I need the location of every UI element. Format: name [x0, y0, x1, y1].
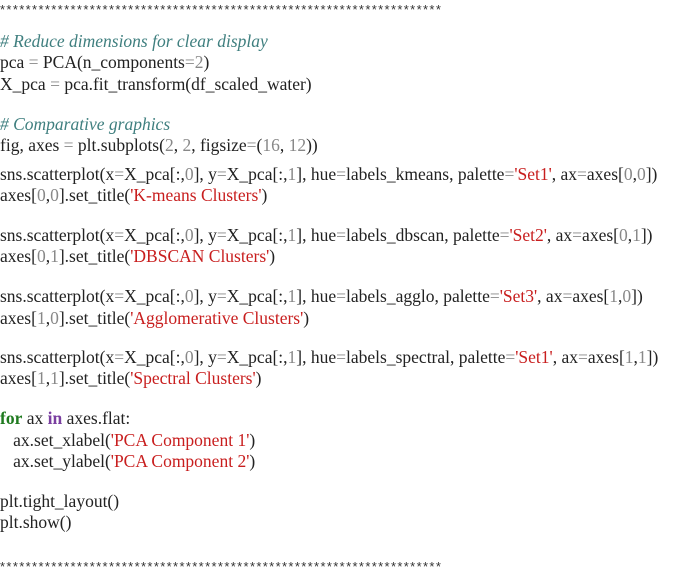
code-line-xpca: X_pca = pca.fit_transform(df_scaled_wate… — [0, 74, 312, 94]
code-line-set-ylabel: ax.set_ylabel('PCA Component 2') — [0, 451, 256, 471]
code-line-tight-layout: plt.tight_layout() — [0, 491, 120, 511]
code-line-scatter-agglo: sns.scatterplot(x=X_pca[:,0], y=X_pca[:,… — [0, 286, 643, 306]
code-line-scatter-dbscan: sns.scatterplot(x=X_pca[:,0], y=X_pca[:,… — [0, 225, 653, 245]
code-line-title-spectral: axes[1,1].set_title('Spectral Clusters') — [0, 368, 262, 388]
code-line-for-loop: for ax in axes.flat: — [0, 408, 131, 428]
code-line-scatter-spectral: sns.scatterplot(x=X_pca[:,0], y=X_pca[:,… — [0, 347, 659, 367]
code-line-title-dbscan: axes[0,1].set_title('DBSCAN Clusters') — [0, 246, 276, 266]
code-line-subplots: fig, axes = plt.subplots(2, 2, figsize=(… — [0, 135, 318, 155]
code-line-title-kmeans: axes[0,0].set_title('K-means Clusters') — [0, 185, 268, 205]
comment-comparative-graphics: # Comparative graphics — [0, 114, 171, 134]
code-line-set-xlabel: ax.set_xlabel('PCA Component 1') — [0, 430, 256, 450]
code-line-show: plt.show() — [0, 512, 72, 532]
code-line-title-agglo: axes[1,0].set_title('Agglomerative Clust… — [0, 308, 310, 328]
code-line-scatter-kmeans: sns.scatterplot(x=X_pca[:,0], y=X_pca[:,… — [0, 164, 658, 184]
separator-top: ****************************************… — [0, 2, 443, 17]
comment-reduce-dimensions: # Reduce dimensions for clear display — [0, 31, 268, 51]
code-line-pca: pca = PCA(n_components=2) — [0, 52, 210, 72]
separator-bottom: ****************************************… — [0, 559, 443, 574]
